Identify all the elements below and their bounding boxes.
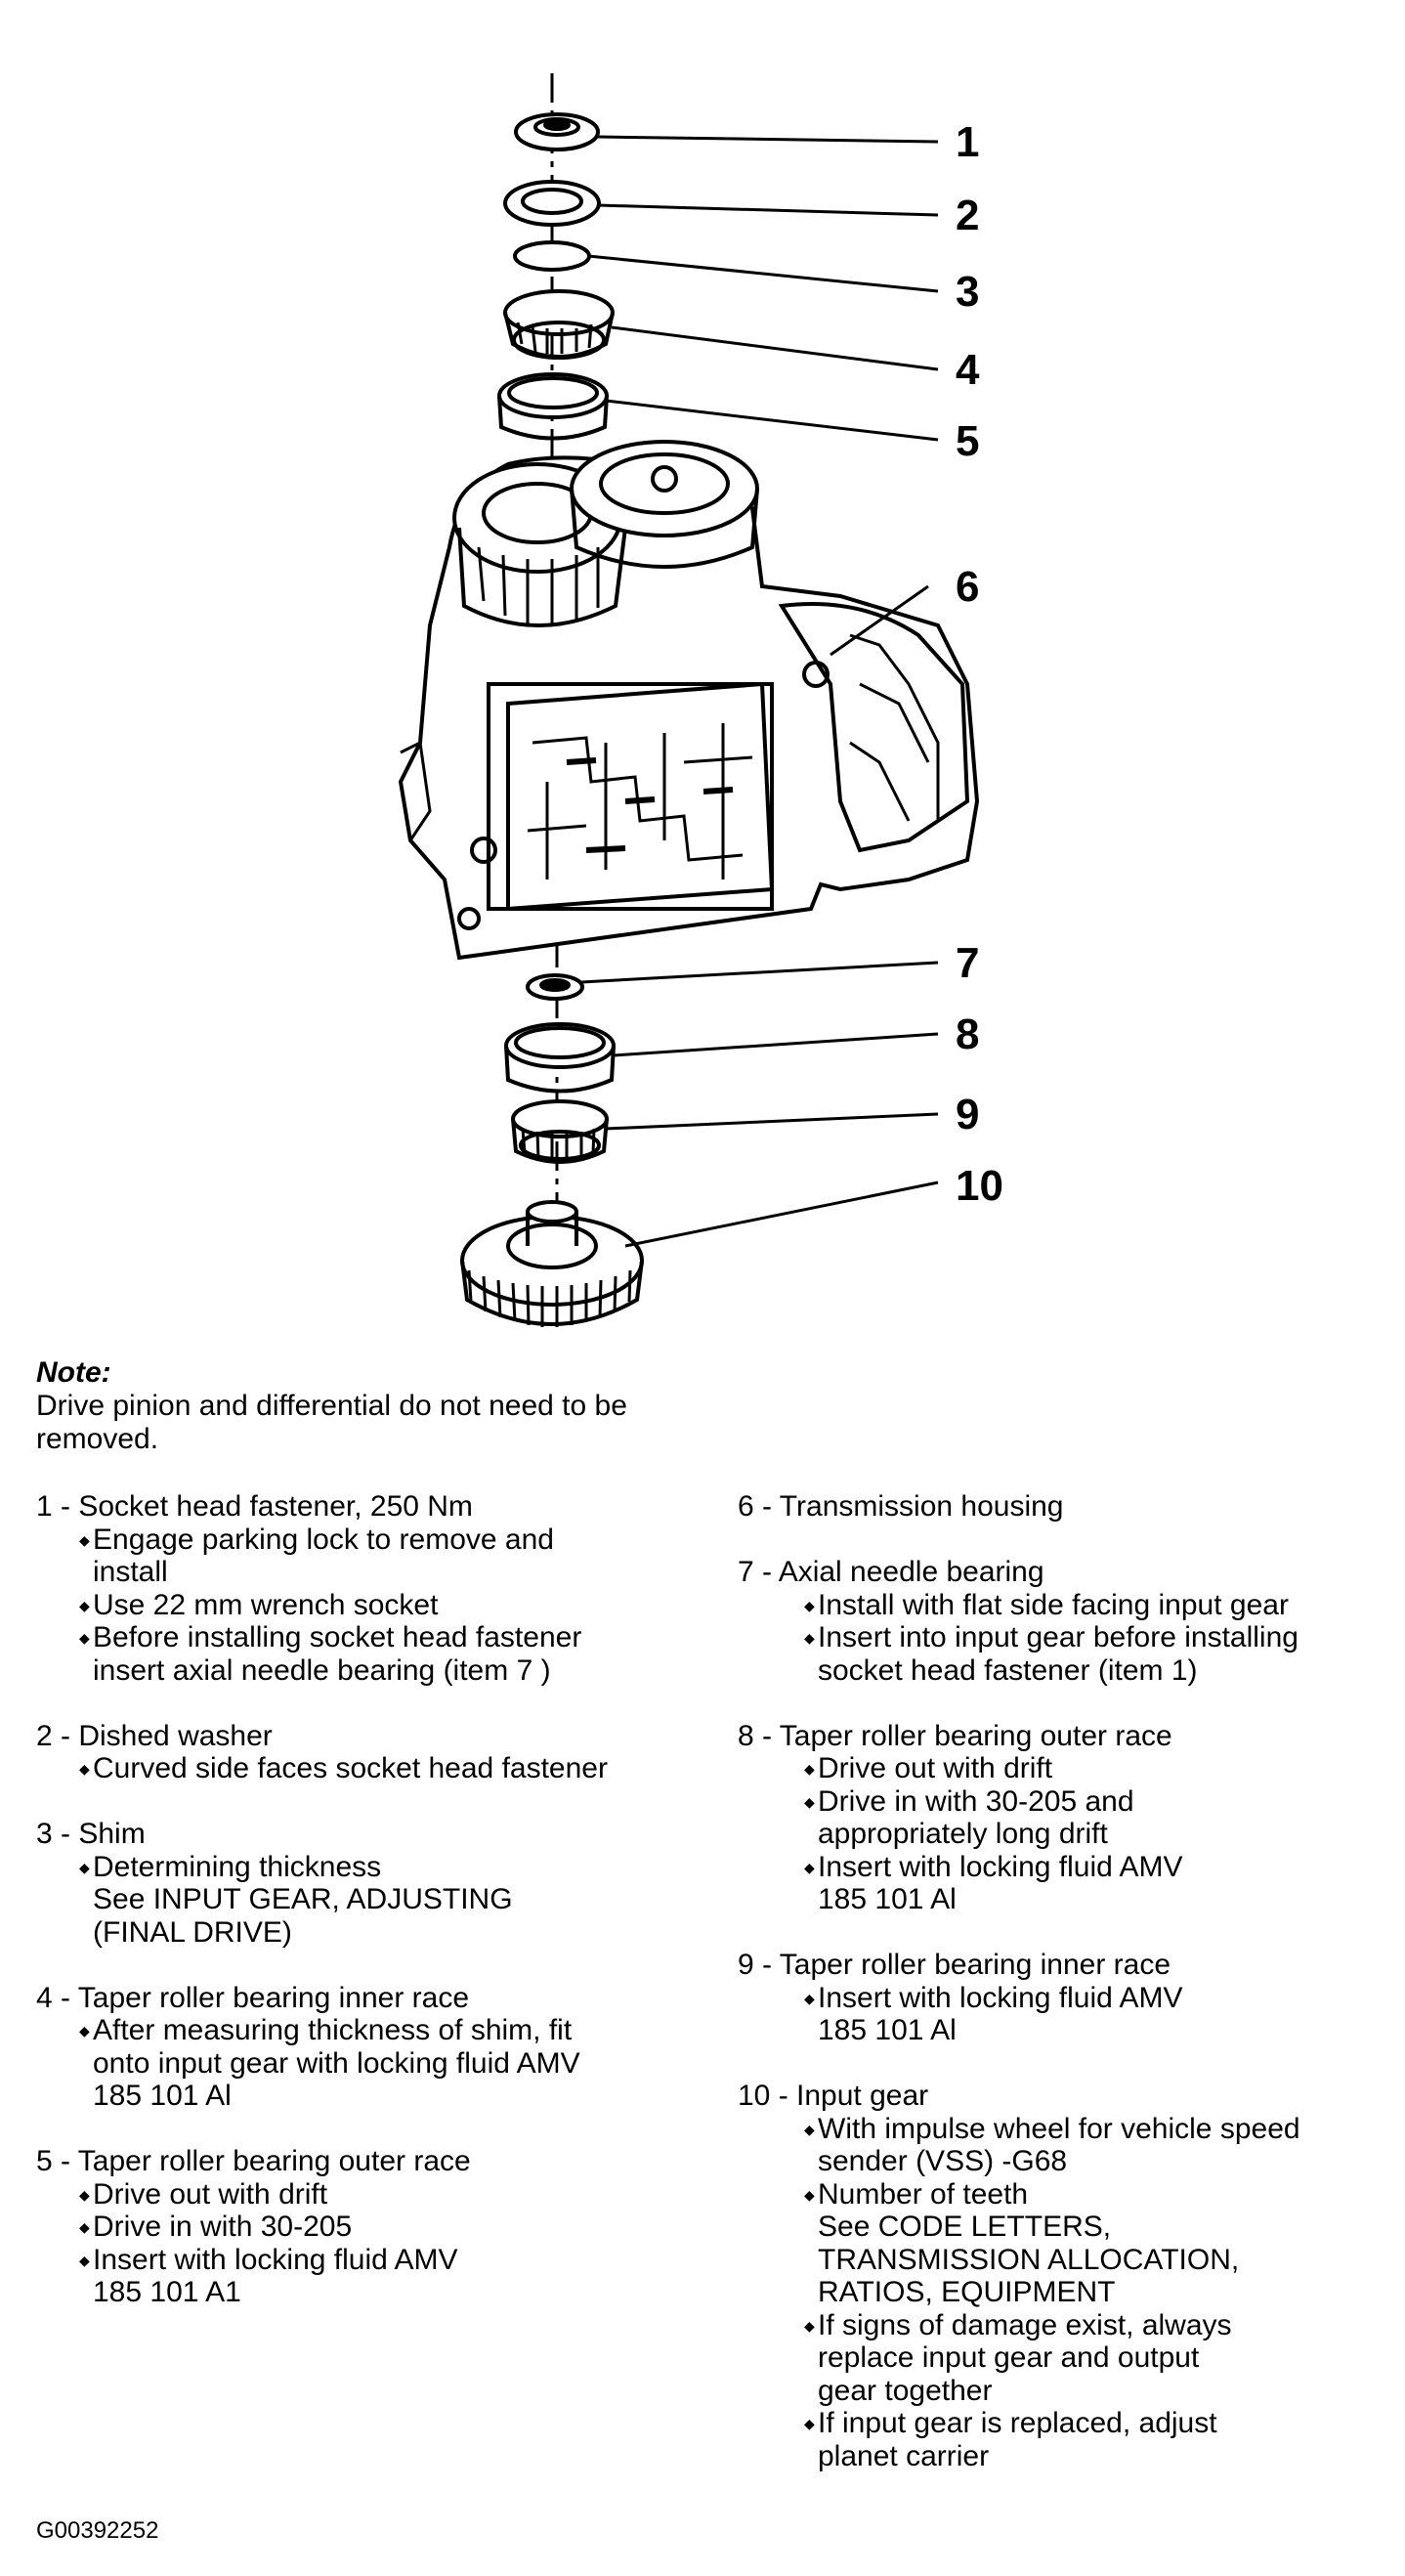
callout-9: 9 bbox=[956, 1091, 979, 1138]
part-list-item-title: 8 - Taper roller bearing outer race bbox=[738, 1719, 1172, 1752]
part-list-item: 10 - Input gearWith impulse wheel for ve… bbox=[738, 2080, 1402, 2472]
part-list-item-title: 10 - Input gear bbox=[738, 2080, 929, 2112]
part-list-bullet: Install with flat side facing input gear bbox=[738, 1589, 1402, 1622]
callout-8: 8 bbox=[956, 1010, 979, 1058]
part-list-item-title: 1 - Socket head fastener, 250 Nm bbox=[36, 1490, 473, 1523]
callout-1: 1 bbox=[956, 118, 979, 166]
part-list-item: 1 - Socket head fastener, 250 NmEngage p… bbox=[36, 1490, 701, 1687]
callout-3: 3 bbox=[956, 268, 979, 316]
callout-5: 5 bbox=[956, 417, 979, 465]
callout-2: 2 bbox=[956, 192, 979, 239]
part-list-bullet: Drive in with 30-205 bbox=[36, 2211, 701, 2244]
part-8-bearing-outer-race bbox=[504, 1022, 616, 1094]
part-list-item-title: 7 - Axial needle bearing bbox=[738, 1556, 1044, 1588]
part-list-item: 9 - Taper roller bearing inner raceInser… bbox=[738, 1949, 1402, 2047]
part-list-item: 2 - Dished washerCurved side faces socke… bbox=[36, 1720, 701, 1785]
part-9-bearing-inner-race bbox=[511, 1099, 609, 1164]
part-list-bullet: Drive out with drift bbox=[738, 1752, 1402, 1785]
part-list-bullet: If signs of damage exist, always replace… bbox=[738, 2309, 1402, 2408]
part-list-item: 8 - Taper roller bearing outer raceDrive… bbox=[738, 1720, 1402, 1916]
part-list-bullet: Determining thickness See INPUT GEAR, AD… bbox=[36, 1851, 701, 1950]
part-list-bullet: Drive out with drift bbox=[36, 2178, 701, 2211]
part-list-item: 6 - Transmission housing bbox=[738, 1490, 1402, 1524]
exploded-view-diagram: 1 2 3 4 5 6 7 8 9 10 bbox=[398, 73, 1003, 1327]
part-list-bullet: Insert with locking fluid AMV 185 101 Al bbox=[738, 1982, 1402, 2047]
part-10-input-gear bbox=[460, 1200, 644, 1327]
part-list-bullet: Engage parking lock to remove and instal… bbox=[36, 1524, 701, 1589]
part-list-bullet: Number of teeth See CODE LETTERS, TRANSM… bbox=[738, 2178, 1402, 2309]
part-list-bullet: Drive in with 30-205 and appropriately l… bbox=[738, 1785, 1402, 1851]
part-list-item: 4 - Taper roller bearing inner raceAfter… bbox=[36, 1982, 701, 2113]
part-list-item: 5 - Taper roller bearing outer raceDrive… bbox=[36, 2145, 701, 2309]
part-list-item: 3 - ShimDetermining thickness See INPUT … bbox=[36, 1818, 701, 1949]
part-2-dished-washer bbox=[503, 180, 601, 227]
callout-4: 4 bbox=[956, 346, 980, 394]
part-list-item-title: 5 - Taper roller bearing outer race bbox=[36, 2145, 471, 2177]
part-3-shim bbox=[513, 240, 591, 272]
parts-list-right: 6 - Transmission housing 7 - Axial needle… bbox=[738, 1490, 1402, 2506]
figure-id: G00392252 bbox=[36, 2517, 159, 2544]
part-4-bearing-inner-race bbox=[503, 289, 615, 360]
part-list-bullet: Curved side faces socket head fastener bbox=[36, 1752, 701, 1785]
part-7-axial-needle-bearing bbox=[526, 973, 584, 1001]
note-block: Note: Drive pinion and differential do n… bbox=[36, 1356, 720, 1456]
part-list-item-title: 6 - Transmission housing bbox=[738, 1490, 1064, 1523]
part-list-bullet: Insert with locking fluid AMV 185 101 Al bbox=[738, 1851, 1402, 1916]
part-list-bullet: After measuring thickness of shim, fit o… bbox=[36, 2014, 701, 2113]
callout-10: 10 bbox=[956, 1162, 1003, 1210]
part-1-socket-head-fastener bbox=[514, 112, 600, 151]
parts-list-left: 1 - Socket head fastener, 250 NmEngage p… bbox=[36, 1490, 701, 2341]
part-list-bullet: With impulse wheel for vehicle speed sen… bbox=[738, 2113, 1402, 2178]
note-title: Note: bbox=[36, 1356, 111, 1389]
note-text: Drive pinion and differential do not nee… bbox=[36, 1390, 627, 1455]
part-list-bullet: Before installing socket head fastener i… bbox=[36, 1621, 701, 1687]
part-6-transmission-housing bbox=[398, 440, 980, 961]
part-list-item-title: 9 - Taper roller bearing inner race bbox=[738, 1949, 1171, 1981]
part-list-bullet: If input gear is replaced, adjust planet… bbox=[738, 2407, 1402, 2472]
callout-6: 6 bbox=[956, 563, 979, 611]
part-list-item-title: 2 - Dished washer bbox=[36, 1719, 273, 1752]
part-list-item-title: 4 - Taper roller bearing inner race bbox=[36, 1981, 470, 2014]
part-list-item-title: 3 - Shim bbox=[36, 1818, 146, 1850]
part-list-bullet: Insert with locking fluid AMV 185 101 A1 bbox=[36, 2244, 701, 2309]
part-5-bearing-outer-race bbox=[497, 372, 609, 441]
part-list-bullet: Insert into input gear before installing… bbox=[738, 1621, 1402, 1687]
part-list-bullet: Use 22 mm wrench socket bbox=[36, 1589, 701, 1622]
part-list-item: 7 - Axial needle bearingInstall with fla… bbox=[738, 1556, 1402, 1687]
callout-7: 7 bbox=[956, 939, 979, 987]
